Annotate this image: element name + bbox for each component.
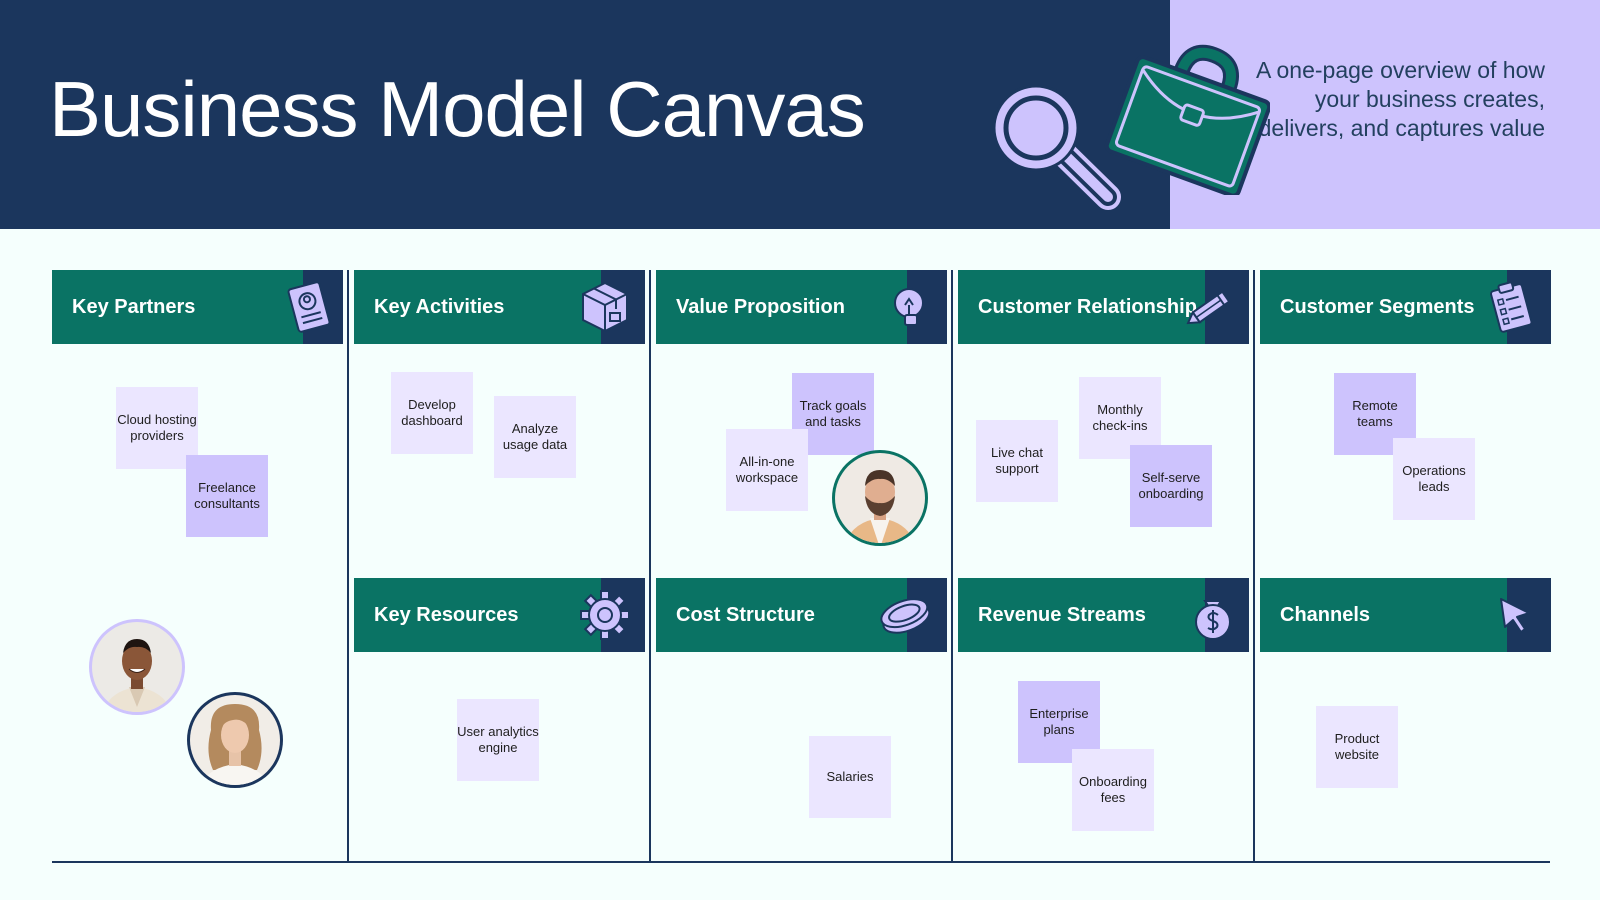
revenue-streams-header: Revenue Streams bbox=[958, 578, 1249, 652]
channels-label: Channels bbox=[1280, 604, 1371, 626]
page-subtitle: A one-page overview of how your business… bbox=[1256, 57, 1545, 141]
avatar-man-beard bbox=[832, 450, 928, 546]
briefcase-icon bbox=[1104, 44, 1270, 195]
key-partners-label: Key Partners bbox=[72, 296, 196, 318]
customer-relationship-label: Customer Relationship bbox=[978, 296, 1197, 318]
avatar-man-smiling bbox=[89, 619, 185, 715]
key-resources-label: Key Resources bbox=[374, 604, 519, 626]
clipboard-icon bbox=[1490, 281, 1533, 333]
magnifying-glass-icon bbox=[992, 84, 1121, 210]
sticky-note-all-in-one-workspace: All-in-one workspace bbox=[726, 429, 808, 511]
sticky-note-cloud-hosting: Cloud hosting providers bbox=[116, 387, 198, 469]
sticky-note-live-chat-support: Live chat support bbox=[976, 420, 1058, 502]
key-resources-header: Key Resources bbox=[354, 578, 645, 652]
sticky-note-analyze-usage-data: Analyze usage data bbox=[494, 396, 576, 478]
avatar-woman-curly-hair bbox=[187, 692, 283, 788]
key-activities-label: Key Activities bbox=[374, 296, 505, 318]
sticky-note-onboarding-fees: Onboarding fees bbox=[1072, 749, 1154, 831]
column-divider bbox=[1253, 270, 1255, 862]
box-icon bbox=[582, 281, 628, 333]
customer-segments-header: Customer Segments bbox=[1260, 270, 1551, 344]
revenue-streams-label: Revenue Streams bbox=[978, 604, 1146, 626]
sticky-note-develop-dashboard: Develop dashboard bbox=[391, 372, 473, 454]
cost-structure-header: Cost Structure bbox=[656, 578, 947, 652]
channels-header: Channels bbox=[1260, 578, 1551, 652]
gear-icon bbox=[580, 590, 630, 640]
customer-relationship-header: Customer Relationship bbox=[958, 270, 1249, 344]
customer-segments-label: Customer Segments bbox=[1280, 296, 1475, 318]
money-bag-icon bbox=[1195, 600, 1231, 640]
sticky-note-self-serve-onboarding: Self-serve onboarding bbox=[1130, 445, 1212, 527]
page-title: Business Model Canvas bbox=[49, 65, 866, 153]
value-proposition-label: Value Proposition bbox=[676, 296, 845, 318]
column-divider bbox=[649, 270, 651, 862]
cost-structure-label: Cost Structure bbox=[676, 604, 815, 626]
sticky-note-operations-leads: Operations leads bbox=[1393, 438, 1475, 520]
key-partners-header: Key Partners bbox=[52, 270, 343, 344]
column-divider bbox=[347, 270, 349, 862]
id-card-icon bbox=[287, 281, 331, 333]
pencil-icon bbox=[1186, 290, 1231, 325]
cursor-icon bbox=[1500, 598, 1530, 633]
header-banner bbox=[0, 0, 1170, 229]
sticky-note-salaries: Salaries bbox=[809, 736, 891, 818]
bottom-divider bbox=[52, 861, 1550, 863]
lightbulb-icon bbox=[894, 288, 924, 326]
key-activities-header: Key Activities bbox=[354, 270, 645, 344]
sticky-note-product-website: Product website bbox=[1316, 706, 1398, 788]
coin-icon bbox=[880, 598, 931, 634]
sticky-note-freelance-consultants: Freelance consultants bbox=[186, 455, 268, 537]
column-divider bbox=[951, 270, 953, 862]
value-proposition-header: Value Proposition bbox=[656, 270, 947, 344]
sticky-note-user-analytics-engine: User analytics engine bbox=[457, 699, 539, 781]
